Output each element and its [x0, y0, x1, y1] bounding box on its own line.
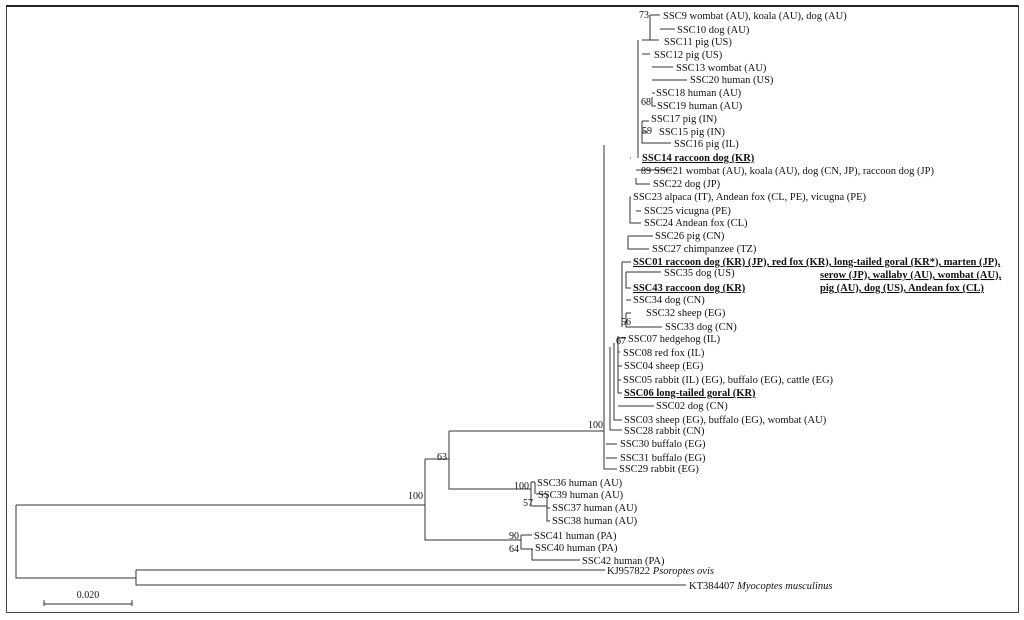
tip-ssc26: SSC26 pig (CN)	[655, 231, 725, 242]
tip-ssc22: SSC22 dog (JP)	[653, 179, 721, 190]
bootstrap-values: 73 68 59 89 56 67 100 63 100 100 57 90 6…	[408, 10, 652, 555]
bootstrap-89: 89	[641, 166, 651, 177]
tip-labels: SSC9 wombat (AU), koala (AU), dog (AU) S…	[534, 11, 1002, 592]
tip-psoroptes-ovis: KJ957822 Psoroptes ovis	[607, 566, 714, 577]
tip-ssc07: SSC07 hedgehog (IL)	[628, 334, 721, 345]
tip-ssc30: SSC30 buffalo (EG)	[620, 439, 706, 450]
tip-ssc05: SSC05 rabbit (IL) (EG), buffalo (EG), ca…	[623, 375, 834, 386]
tip-ssc20: SSC20 human (US)	[690, 75, 774, 86]
bootstrap-100-main: 100	[588, 420, 603, 431]
tip-ssc06: SSC06 long-tailed goral (KR)	[624, 388, 756, 399]
tip-ssc37: SSC37 human (AU)	[552, 503, 638, 514]
tip-ssc38: SSC38 human (AU)	[552, 516, 638, 527]
bootstrap-64: 64	[509, 544, 519, 555]
bootstrap-59: 59	[642, 126, 652, 137]
bootstrap-63: 63	[437, 452, 447, 463]
tip-ssc11: SSC11 pig (US)	[664, 37, 732, 48]
tip-ssc32: SSC32 sheep (EG)	[646, 308, 726, 319]
tip-ssc10: SSC10 dog (AU)	[677, 25, 750, 36]
tip-ssc29: SSC29 rabbit (EG)	[619, 464, 699, 475]
myocoptes-species: Myocoptes musculinus	[736, 581, 832, 592]
tip-ssc17: SSC17 pig (IN)	[651, 114, 717, 125]
tip-ssc01-line1: SSC01 raccoon dog (KR) (JP), red fox (KR…	[633, 257, 1001, 268]
bootstrap-100-root: 100	[408, 491, 423, 502]
tip-ssc13: SSC13 wombat (AU)	[676, 63, 767, 74]
tip-ssc16: SSC16 pig (IL)	[674, 139, 739, 150]
tip-ssc02: SSC02 dog (CN)	[656, 401, 728, 412]
bootstrap-57: 57	[523, 498, 533, 509]
tip-ssc36: SSC36 human (AU)	[537, 478, 623, 489]
bootstrap-67: 67	[616, 336, 626, 347]
tip-ssc01-line3: pig (AU), dog (US), Andean fox (CL)	[820, 283, 984, 294]
bootstrap-68: 68	[641, 97, 651, 108]
tip-ssc27: SSC27 chimpanzee (TZ)	[652, 244, 757, 255]
tip-ssc14: SSC14 raccoon dog (KR)	[642, 153, 755, 164]
tip-ssc35: SSC35 dog (US)	[664, 268, 735, 279]
bootstrap-56: 56	[621, 317, 631, 328]
tip-ssc19: SSC19 human (AU)	[657, 101, 743, 112]
myocoptes-accession: KT384407	[689, 581, 735, 592]
tip-ssc28: SSC28 rabbit (CN)	[624, 426, 705, 437]
tip-myocoptes-musculinus: KT384407 Myocoptes musculinus	[689, 581, 832, 592]
tree-branches	[15, 14, 687, 586]
tip-ssc15: SSC15 pig (IN)	[659, 127, 725, 138]
tip-ssc03: SSC03 sheep (EG), buffalo (EG), wombat (…	[624, 415, 827, 426]
scale-bar-label: 0.020	[77, 590, 100, 601]
tip-ssc33: SSC33 dog (CN)	[665, 322, 737, 333]
scale-bar: 0.020	[43, 590, 133, 606]
tip-ssc39: SSC39 human (AU)	[538, 490, 624, 501]
tip-ssc04: SSC04 sheep (EG)	[624, 361, 704, 372]
bootstrap-90: 90	[509, 531, 519, 542]
tip-ssc41: SSC41 human (PA)	[534, 531, 617, 542]
tip-ssc23: SSC23 alpaca (IT), Andean fox (CL, PE), …	[633, 192, 866, 203]
tip-ssc31: SSC31 buffalo (EG)	[620, 453, 706, 464]
tip-ssc42: SSC42 human (PA)	[582, 556, 665, 567]
psoroptes-accession: KJ957822	[607, 566, 650, 577]
tip-ssc01-line2: serow (JP), wallaby (AU), wombat (AU),	[820, 270, 1002, 281]
tip-ssc21: SSC21 wombat (AU), koala (AU), dog (CN, …	[654, 166, 934, 177]
tip-ssc25: SSC25 vicugna (PE)	[644, 206, 731, 217]
tip-ssc24: SSC24 Andean fox (CL)	[644, 218, 748, 229]
tip-ssc40: SSC40 human (PA)	[535, 543, 618, 554]
tip-ssc08: SSC08 red fox (IL)	[623, 348, 705, 359]
psoroptes-species: Psoroptes ovis	[652, 566, 714, 577]
tip-ssc12: SSC12 pig (US)	[654, 50, 723, 61]
tip-ssc34: SSC34 dog (CN)	[633, 295, 705, 306]
bootstrap-100-au: 100	[514, 481, 529, 492]
tip-ssc43: SSC43 raccoon dog (KR)	[633, 283, 746, 294]
tip-ssc18: SSC18 human (AU)	[656, 88, 742, 99]
tip-ssc09: SSC9 wombat (AU), koala (AU), dog (AU)	[663, 11, 847, 22]
figure-border	[6, 5, 1019, 613]
bootstrap-73: 73	[639, 10, 649, 21]
